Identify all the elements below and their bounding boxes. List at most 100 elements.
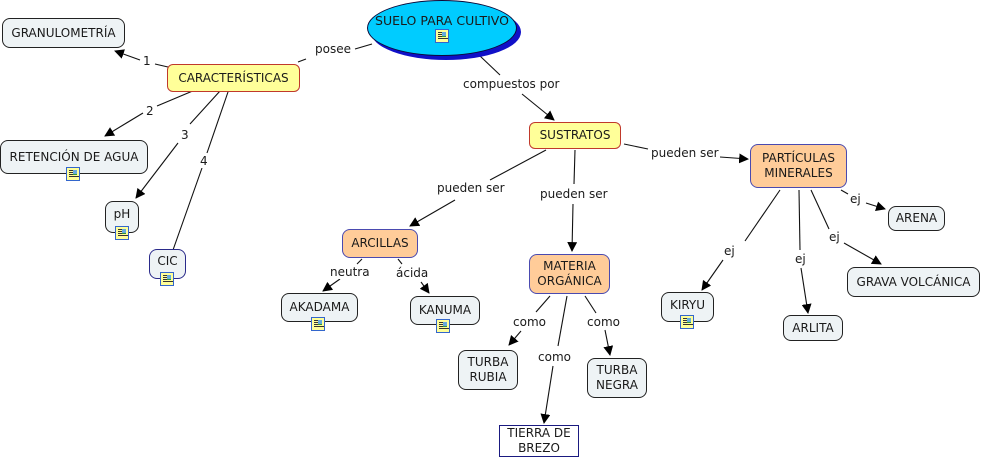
concept-label: CARACTERÍSTICAS xyxy=(178,70,289,85)
concept-label: pH xyxy=(113,206,131,221)
concept-particulas-minerales[interactable]: PARTÍCULAS MINERALES xyxy=(750,144,847,188)
concept-sustratos[interactable]: SUSTRATOS xyxy=(529,122,621,149)
resource-icon[interactable] xyxy=(160,272,174,286)
concept-label-line1: PARTÍCULAS xyxy=(762,151,835,165)
link-label-ej-arena: ej xyxy=(849,192,862,206)
line-sus-arcillas-b xyxy=(409,199,456,227)
line-arc-acida xyxy=(397,258,403,265)
concept-caracteristicas[interactable]: CARACTERÍSTICAS xyxy=(167,64,300,92)
line-car-2 xyxy=(156,89,196,107)
line-sus-materia-b xyxy=(567,203,578,252)
concept-label: KANUMA xyxy=(418,303,472,317)
concept-label: GRANULOMETRÍA xyxy=(11,25,116,40)
concept-label: KIRYU xyxy=(669,297,706,312)
line-sus-materia-a xyxy=(573,149,576,185)
line-part-arena-a xyxy=(840,189,849,195)
concept-label: GRAVA VOLCÁNICA xyxy=(856,274,971,289)
link-label-ej-kiryu: ej xyxy=(723,244,736,258)
concept-akadama[interactable]: AKADAMA xyxy=(281,293,358,322)
concept-label-line1: MATERIA xyxy=(543,259,596,273)
line-sus-part-b xyxy=(719,153,749,164)
link-label-4: 4 xyxy=(199,154,209,168)
line-root-posee xyxy=(354,43,373,50)
line-neutra-akadama xyxy=(322,278,341,292)
line-part-kiryu-b xyxy=(701,259,724,291)
concept-label: CIC xyxy=(157,253,178,268)
concept-materia-organica[interactable]: MATERIA ORGÁNICA xyxy=(529,254,610,294)
concept-label: RETENCIÓN DE AGUA xyxy=(9,149,139,164)
link-label-como-negra: como xyxy=(586,315,621,329)
resource-icon[interactable] xyxy=(66,167,80,181)
line-3-ph xyxy=(135,142,179,199)
concept-grava-volcanica[interactable]: GRAVA VOLCÁNICA xyxy=(847,267,980,297)
concept-arlita[interactable]: ARLITA xyxy=(783,315,843,341)
concept-arena[interactable]: ARENA xyxy=(888,206,945,231)
line-part-arlita-a xyxy=(798,189,801,251)
line-part-grava-a xyxy=(810,189,830,230)
link-label-ej-arlita: ej xyxy=(794,252,807,266)
resource-icon[interactable] xyxy=(680,315,694,329)
link-label-pueden-ser-particulas: pueden ser xyxy=(650,146,720,160)
resource-icon[interactable] xyxy=(436,319,450,333)
link-label-acida: ácida xyxy=(395,266,430,280)
link-label-como-tierra: como xyxy=(537,350,572,364)
concept-label: SUSTRATOS xyxy=(539,128,611,142)
concept-label-line1: TURBA xyxy=(467,355,509,369)
resource-icon[interactable] xyxy=(115,226,129,240)
line-mat-tierra-a xyxy=(557,295,568,347)
concept-label: ARCILLAS xyxy=(351,236,409,250)
line-car-1 xyxy=(154,63,169,68)
concept-label-line2: BREZO xyxy=(518,441,560,455)
line-1-granulometria xyxy=(114,49,141,61)
concept-label-line2: RUBIA xyxy=(469,370,507,384)
line-part-grava-b xyxy=(843,242,882,265)
line-part-arena-b xyxy=(865,201,886,212)
link-label-neutra: neutra xyxy=(329,265,371,279)
concept-granulometria[interactable]: GRANULOMETRÍA xyxy=(2,18,125,48)
link-label-como-rubia: como xyxy=(512,315,547,329)
line-part-kiryu-a xyxy=(744,189,781,242)
line-root-compuestos xyxy=(479,55,501,76)
line-mat-tierra-b xyxy=(540,365,554,424)
link-label-compuestos-por: compuestos por xyxy=(462,77,561,91)
link-label-posee: posee xyxy=(314,42,352,56)
line-posee-caracteristicas xyxy=(297,58,307,63)
concept-arcillas[interactable]: ARCILLAS xyxy=(342,229,418,258)
link-label-pueden-ser-materia: pueden ser xyxy=(539,187,609,201)
line-acida-kanuma xyxy=(419,281,430,294)
line-2-retencion xyxy=(104,112,144,137)
resource-icon[interactable] xyxy=(435,29,449,43)
line-compuestos-sustratos xyxy=(521,93,555,121)
concept-label: SUELO PARA CULTIVO xyxy=(375,13,509,28)
line-4-cic xyxy=(172,167,203,251)
line-mat-rubia-b xyxy=(508,330,522,346)
concept-turba-rubia[interactable]: TURBA RUBIA xyxy=(458,350,518,390)
concept-label: ARLITA xyxy=(792,320,834,335)
concept-label: AKADAMA xyxy=(289,300,350,314)
concept-label-line2: NEGRA xyxy=(596,378,638,392)
link-label-2: 2 xyxy=(145,104,155,118)
resource-icon[interactable] xyxy=(311,317,325,331)
concept-tierra-de-brezo[interactable]: TIERRA DE BREZO xyxy=(499,425,579,457)
link-label-3: 3 xyxy=(180,128,190,142)
line-sus-part-a xyxy=(623,143,649,150)
concept-label: ARENA xyxy=(895,211,938,225)
concept-label-line1: TIERRA DE xyxy=(507,426,571,440)
concept-turba-negra[interactable]: TURBA NEGRA xyxy=(587,358,647,398)
line-car-3 xyxy=(189,90,221,125)
line-arc-neutra xyxy=(356,258,363,265)
concept-kiryu[interactable]: KIRYU xyxy=(661,292,714,322)
line-sus-arcillas-a xyxy=(489,149,547,181)
line-mat-negra-a xyxy=(584,295,597,314)
line-car-4 xyxy=(206,91,229,154)
concept-cic[interactable]: CIC xyxy=(149,249,186,279)
line-mat-rubia-a xyxy=(535,295,551,313)
link-label-ej-grava: ej xyxy=(828,230,841,244)
line-mat-negra-b xyxy=(603,329,614,356)
link-label-pueden-ser-arcillas: pueden ser xyxy=(436,181,506,195)
concept-label-line2: MINERALES xyxy=(764,166,833,180)
concept-suelo-para-cultivo[interactable]: SUELO PARA CULTIVO xyxy=(367,0,517,56)
concept-label-line2: ORGÁNICA xyxy=(537,274,602,288)
link-label-1: 1 xyxy=(142,54,152,68)
